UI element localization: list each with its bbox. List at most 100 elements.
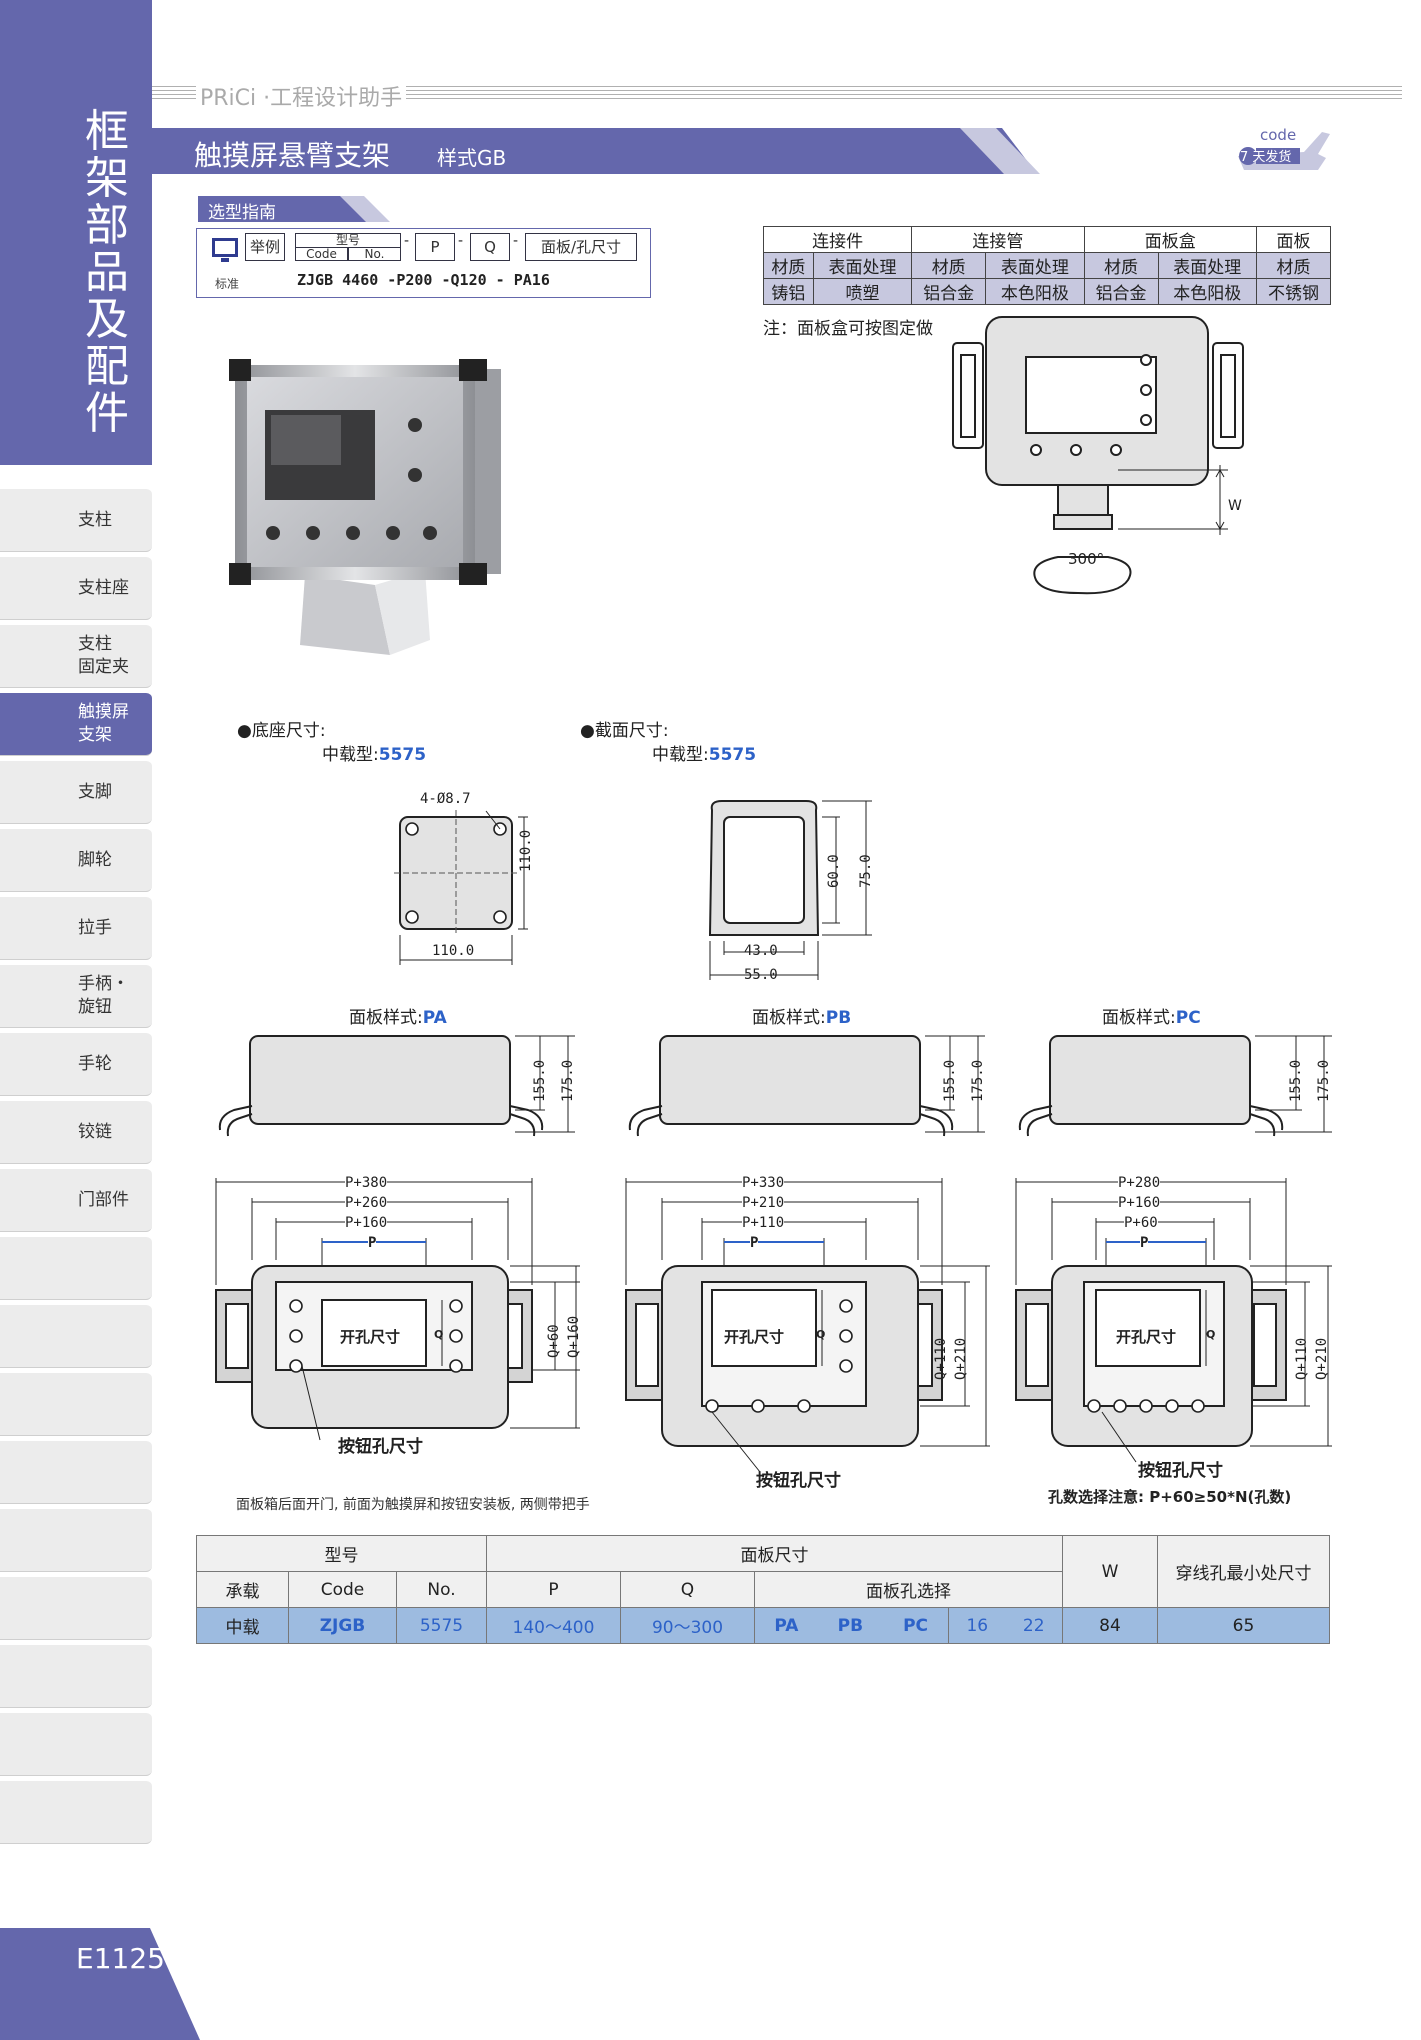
section-outer-h-dim: 75.0 — [858, 854, 874, 888]
material-value: 不锈钢 — [1255, 278, 1332, 305]
sub-header: 材质 — [1083, 252, 1159, 279]
sidebar-item-empty[interactable] — [0, 1780, 152, 1844]
code-label: code — [1260, 126, 1297, 144]
sidebar-item-empty[interactable] — [0, 1236, 152, 1300]
spec-header-panel: 面板尺寸 — [486, 1535, 1063, 1572]
material-value: 本色阳极 — [1157, 278, 1257, 305]
sidebar-item-pillar[interactable]: 支柱 — [0, 488, 152, 552]
sub-header: 材质 — [911, 252, 987, 279]
p-header: P — [415, 233, 455, 261]
sidebar-item-touchscreen-arm[interactable]: 触摸屏支架 — [0, 692, 152, 756]
rotation-label: 300° — [1068, 550, 1105, 568]
pc-q-mark: Q — [1206, 1328, 1216, 1341]
pc-q2-dim: Q+210 — [1314, 1337, 1330, 1380]
group-panel: 面板 — [1255, 226, 1332, 253]
table-row: 中载 ZJGB 5575 140～400 90～300 PA PB PC 16 … — [196, 1607, 1330, 1644]
spec-hole-22: 22 — [1005, 1607, 1064, 1644]
spec-min: 65 — [1157, 1607, 1330, 1644]
pb-h2-dim: 175.0 — [970, 1059, 986, 1102]
spec-header-q: Q — [620, 1571, 755, 1608]
material-table: 连接件 连接管 面板盒 面板 材质 表面处理 材质 表面处理 材质 表面处理 材… — [762, 226, 1332, 305]
sidebar-item-label: 铰链 — [78, 1121, 112, 1142]
sidebar-item-caster[interactable]: 脚轮 — [0, 828, 152, 892]
page-number: E1125 — [76, 1942, 165, 1975]
spec-p: 140～400 — [486, 1607, 621, 1644]
pa-w2-dim: P+260 — [345, 1195, 388, 1211]
shipping-badge-icon — [1238, 132, 1330, 170]
spec-header-model: 型号 — [196, 1535, 487, 1572]
spec-load: 中载 — [196, 1607, 289, 1644]
pb-p-dim: P — [750, 1235, 759, 1251]
sidebar-item-empty[interactable] — [0, 1304, 152, 1368]
group-box: 面板盒 — [1083, 226, 1257, 253]
pc-w2-dim: P+160 — [1118, 1195, 1161, 1211]
sidebar-item-pull-handle[interactable]: 拉手 — [0, 896, 152, 960]
q-header: Q — [470, 233, 510, 261]
sidebar-item-label: 拉手 — [78, 917, 112, 938]
base-hole-dim: 4-Ø8.7 — [420, 791, 471, 807]
sidebar-item-label: 支柱座 — [78, 577, 129, 598]
sidebar-item-pillar-clamp[interactable]: 支柱固定夹 — [0, 624, 152, 688]
spec-header-w: W — [1062, 1535, 1158, 1608]
section-inner-h-dim: 60.0 — [826, 854, 842, 888]
sidebar-category-title: 框 架 部 品 及 配 件 — [82, 108, 132, 437]
pa-q2-dim: Q+160 — [566, 1315, 582, 1358]
pb-q-mark: Q — [816, 1328, 826, 1341]
sidebar-item-pillar-base[interactable]: 支柱座 — [0, 556, 152, 620]
dash: - — [404, 233, 410, 249]
material-value: 铝合金 — [911, 278, 987, 305]
front-view-pa — [215, 1178, 580, 1441]
base-width-dim: 110.0 — [432, 943, 475, 959]
pa-btn-label: 按钮孔尺寸 — [338, 1437, 423, 1457]
page-style: 样式GB — [437, 146, 507, 170]
sidebar-item-empty[interactable] — [0, 1508, 152, 1572]
side-view-pc — [1018, 1035, 1332, 1137]
box-note: 面板箱后面开门, 前面为触摸屏和按钮安装板, 两侧带把手 — [236, 1497, 590, 1513]
pc-p-dim: P — [1140, 1235, 1149, 1251]
guide-title: 选型指南 — [208, 203, 276, 223]
sidebar-item-door-parts[interactable]: 门部件 — [0, 1168, 152, 1232]
sidebar-item-hinge[interactable]: 铰链 — [0, 1100, 152, 1164]
standard-label: 标准 — [215, 277, 240, 291]
sidebar-item-empty[interactable] — [0, 1576, 152, 1640]
pc-btn-label: 按钮孔尺寸 — [1138, 1461, 1223, 1481]
sidebar-item-label: 手轮 — [78, 1053, 112, 1074]
sidebar-item-handwheel[interactable]: 手轮 — [0, 1032, 152, 1096]
material-note: 注：面板盒可按图定做 — [763, 319, 933, 339]
section-inner-w-dim: 43.0 — [744, 943, 778, 959]
group-connector: 连接件 — [762, 226, 913, 253]
cat-char: 品 — [85, 247, 129, 298]
product-photo-illustration — [229, 359, 501, 655]
panel-style-label-pa: 面板样式:PA — [349, 1008, 447, 1028]
dash: - — [513, 233, 519, 249]
sidebar-item-label: 门部件 — [78, 1189, 129, 1210]
spec-header-p: P — [486, 1571, 621, 1608]
sidebar-item-label: 支脚 — [78, 781, 112, 802]
material-value: 喷塑 — [812, 278, 913, 305]
front-view-diagram — [952, 316, 1244, 595]
group-tube: 连接管 — [911, 226, 1085, 253]
pa-w3-dim: P+160 — [345, 1215, 388, 1231]
base-height-dim: 110.0 — [518, 829, 534, 872]
sidebar-item-empty[interactable] — [0, 1372, 152, 1436]
sidebar-item-handle-knob[interactable]: 手柄・旋钮 — [0, 964, 152, 1028]
spec-header-no: No. — [396, 1571, 487, 1608]
spec-hole-pb: PB — [817, 1607, 884, 1644]
spec-table: 型号 面板尺寸 W 穿线孔最小处尺寸 承载 Code No. P Q 面板孔选择… — [196, 1535, 1330, 1644]
sidebar-item-foot[interactable]: 支脚 — [0, 760, 152, 824]
pb-q1-dim: Q+110 — [933, 1337, 949, 1380]
sub-header: 表面处理 — [812, 252, 913, 279]
base-load: 中载型:5575 — [322, 745, 427, 765]
cat-char: 框 — [85, 106, 129, 157]
sidebar-item-empty[interactable] — [0, 1644, 152, 1708]
page-title: 触摸屏悬臂支架 — [194, 139, 391, 172]
sidebar-item-empty[interactable] — [0, 1440, 152, 1504]
example-label: 举例 — [245, 233, 285, 261]
pb-cut-label: 开孔尺寸 — [724, 1328, 785, 1346]
pc-h2-dim: 175.0 — [1316, 1059, 1332, 1102]
dash: - — [458, 233, 464, 249]
section-label: ●截面尺寸: — [580, 721, 669, 741]
material-value: 铸铝 — [763, 278, 814, 305]
sidebar-item-empty[interactable] — [0, 1712, 152, 1776]
sub-header: 材质 — [763, 252, 814, 279]
